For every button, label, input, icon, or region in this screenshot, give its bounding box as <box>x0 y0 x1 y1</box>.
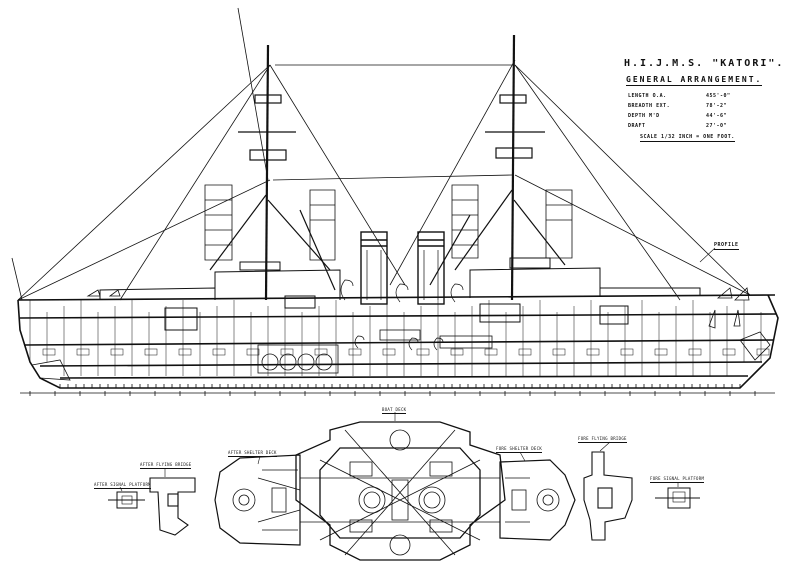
particular-label: LENGTH O.A. <box>628 93 667 99</box>
fore-flying-bridge-plan <box>583 451 633 541</box>
drawing-subtitle: GENERAL ARRANGEMENT. <box>626 75 763 86</box>
label-fore-shelter-deck: FORE SHELTER DECK <box>496 446 543 453</box>
label-fore-flying-bridge: FORE FLYING BRIDGE <box>578 436 627 443</box>
label-fore-signal-platform: FORE SIGNAL PLATFORM <box>650 476 705 483</box>
particular-label: BREADTH EXT. <box>628 103 671 109</box>
funnels <box>360 231 445 305</box>
frame-ticks <box>29 384 756 396</box>
label-after-signal-platform: AFTER SIGNAL PLATFORM <box>94 482 151 489</box>
particular-value: 78'-2" <box>706 103 728 109</box>
after-flying-bridge-plan <box>149 477 196 536</box>
label-profile: PROFILE <box>714 242 739 250</box>
label-after-flying-bridge: AFTER FLYING BRIDGE <box>140 462 192 469</box>
hull-compartments <box>29 300 770 376</box>
masts <box>264 34 516 301</box>
drawing-title: H.I.J.M.S. "KATORI". <box>624 58 785 69</box>
after-signal-platform-plan <box>108 491 145 509</box>
after-shelter-deck-plan <box>214 454 301 546</box>
particular-value: 44'-6" <box>706 113 728 119</box>
boat-deck-plan <box>295 421 506 561</box>
particular-label: DRAFT <box>628 123 646 129</box>
fore-shelter-deck-plan <box>499 459 576 541</box>
particular-label: DEPTH M'D <box>628 113 660 119</box>
particular-value: 27'-0" <box>706 123 728 129</box>
label-after-shelter-deck: AFTER SHELTER DECK <box>228 450 277 457</box>
rigging <box>11 7 751 301</box>
label-boat-deck: BOAT DECK <box>382 407 407 414</box>
scale-note: SCALE 1/32 INCH = ONE FOOT. <box>640 134 735 142</box>
particular-value: 455'-0" <box>706 93 731 99</box>
fore-signal-platform-plan <box>655 487 700 509</box>
